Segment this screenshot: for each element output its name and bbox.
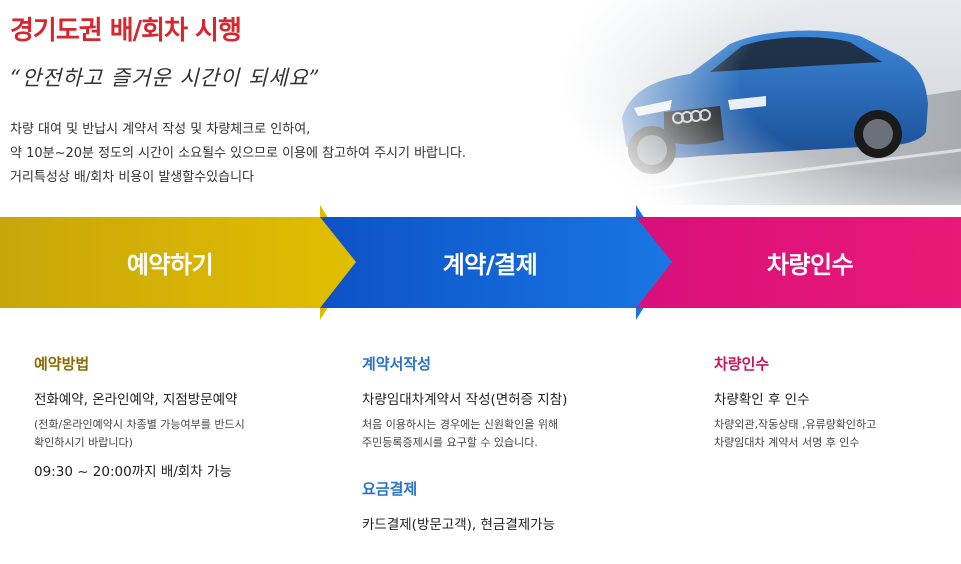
- car-image: [560, 0, 961, 205]
- note-line: 차량임대차 계약서 서명 후 인수: [714, 436, 860, 449]
- slogan: “안전하고 즐거운 시간이 되세요”: [10, 66, 321, 90]
- note-line: (전화/온라인예약시 차종별 가능여부를 반드시: [34, 418, 245, 431]
- note-line: 확인하시기 바랍니다): [34, 436, 133, 449]
- contract-heading: 계약서작성: [362, 355, 432, 373]
- note-line: 차량외관,작동상태 ,유류량확인하고: [714, 418, 877, 431]
- reservation-section: 예약방법 전화예약, 온라인예약, 지점방문예약 (전화/온라인예약시 차종별 …: [34, 353, 245, 480]
- step-label-contract: 계약/결제: [442, 251, 538, 279]
- pickup-section: 차량인수 차량확인 후 인수 차량외관,작동상태 ,유류량확인하고 차량임대차 …: [714, 353, 876, 452]
- contract-note: 처음 이용하시는 경우에는 신원확인을 위해 주민등록증제시를 요구할 수 있습…: [362, 416, 567, 452]
- pickup-heading: 차량인수: [714, 355, 770, 373]
- pickup-main: 차량확인 후 인수: [714, 392, 810, 408]
- description-line: 약 10분~20분 정도의 시간이 소요될수 있으므로 이용에 참고하여 주시기…: [10, 146, 467, 161]
- reservation-heading: 예약방법: [34, 355, 90, 373]
- reservation-hours: 09:30 ~ 20:00까지 배/회차 가능: [34, 464, 232, 480]
- note-line: 처음 이용하시는 경우에는 신원확인을 위해: [362, 418, 559, 431]
- pickup-note: 차량외관,작동상태 ,유류량확인하고 차량임대차 계약서 서명 후 인수: [714, 416, 876, 452]
- description: 차량 대여 및 반납시 계약서 작성 및 차량체크로 인하여, 약 10분~20…: [10, 118, 466, 190]
- step-arrow-reservation: [0, 205, 356, 320]
- step-label-pickup: 차량인수: [766, 251, 854, 279]
- reservation-methods: 전화예약, 온라인예약, 지점방문예약: [34, 392, 238, 408]
- payment-methods: 카드결제(방문고객), 현금결제가능: [362, 517, 555, 533]
- step-label-reservation: 예약하기: [126, 251, 214, 279]
- payment-heading: 요금결제: [362, 480, 418, 498]
- description-line: 거리특성상 배/회차 비용이 발생할수있습니다: [10, 170, 255, 185]
- note-line: 주민등록증제시를 요구할 수 있습니다.: [362, 436, 538, 449]
- reservation-note: (전화/온라인예약시 차종별 가능여부를 반드시 확인하시기 바랍니다): [34, 416, 245, 452]
- contract-section: 계약서작성 차량임대차계약서 작성(면허증 지참) 처음 이용하시는 경우에는 …: [362, 353, 567, 541]
- page-title: 경기도권 배/회차 시행: [10, 16, 242, 46]
- step-arrow-pickup: [636, 217, 961, 308]
- description-line: 차량 대여 및 반납시 계약서 작성 및 차량체크로 인하여,: [10, 122, 311, 137]
- process-steps: 예약하기 계약/결제 차량인수: [0, 205, 961, 320]
- contract-main: 차량임대차계약서 작성(면허증 지참): [362, 392, 568, 408]
- step-arrow-contract: [320, 205, 672, 320]
